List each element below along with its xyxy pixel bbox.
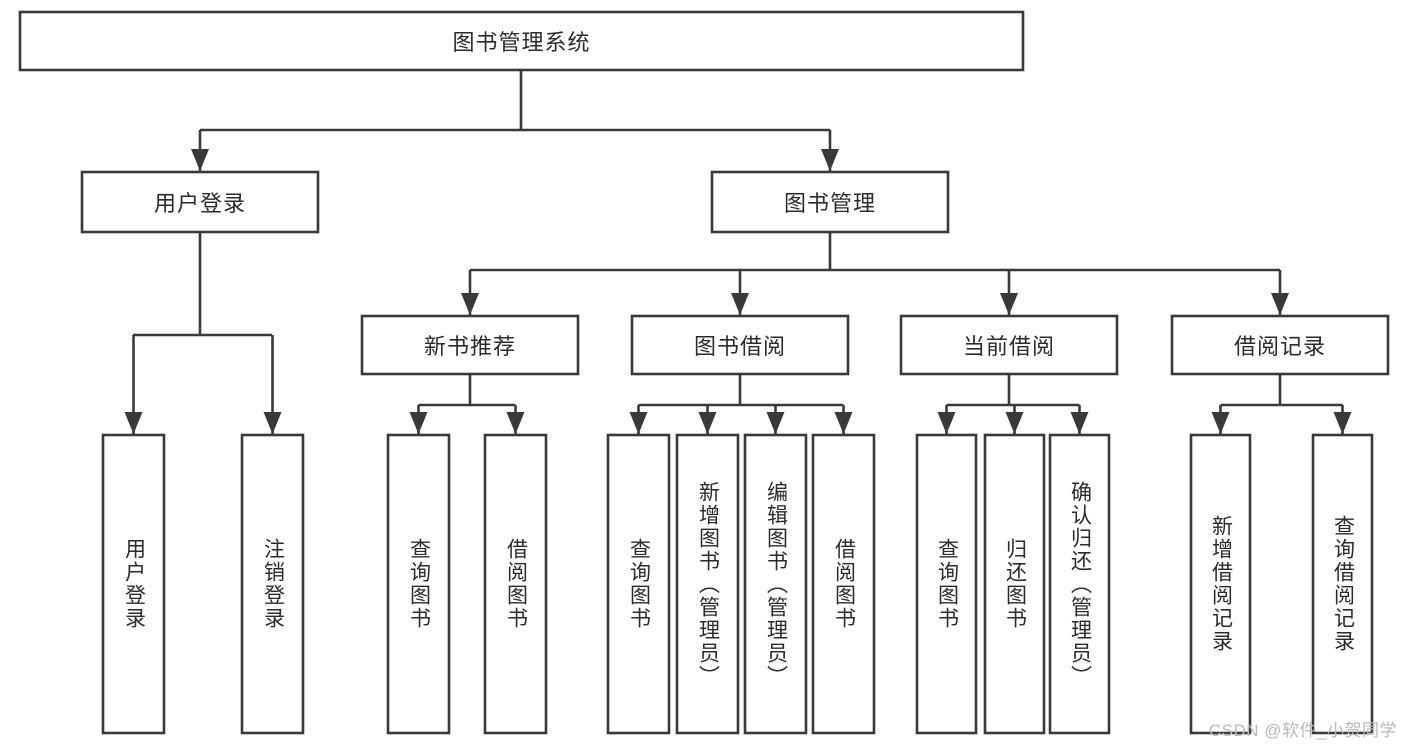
arrow-head-icon-to-new-book-recommend: [461, 293, 479, 315]
node-box-leaf-query-book-2[interactable]: [606, 433, 671, 735]
arrow-head-icon-to-current-borrow: [1000, 293, 1018, 315]
node-box-root[interactable]: [18, 10, 1025, 72]
node-box-leaf-query-borrow-record[interactable]: [1311, 433, 1374, 735]
arrow-head-icon-to-leaf-query-borrow-record: [1333, 412, 1352, 434]
node-box-book-borrow[interactable]: [630, 314, 850, 376]
arrow-head-icon-to-leaf-user-login: [124, 412, 143, 434]
node-box-leaf-user-login[interactable]: [101, 433, 166, 735]
arrow-head-icon-to-leaf-add-borrow-record: [1211, 412, 1230, 434]
arrow-head-icon-to-leaf-confirm-return-admin: [1070, 412, 1089, 434]
node-box-new-book-recommend[interactable]: [360, 314, 580, 376]
node-box-leaf-borrow-book-1[interactable]: [483, 433, 548, 735]
arrow-head-icon-to-leaf-add-book-admin: [698, 412, 717, 434]
node-box-book-manage[interactable]: [710, 170, 950, 234]
node-box-leaf-add-book-admin[interactable]: [675, 433, 740, 735]
node-box-borrow-record[interactable]: [1170, 314, 1390, 376]
arrow-head-icon-to-book-borrow: [731, 293, 749, 315]
node-box-leaf-edit-book-admin[interactable]: [743, 433, 808, 735]
boxes-layer: [18, 10, 1390, 735]
node-box-leaf-borrow-book-2[interactable]: [811, 433, 876, 735]
connectors-layer: [124, 70, 1352, 434]
arrow-head-icon-to-leaf-borrow-book-2: [834, 412, 853, 434]
node-box-leaf-query-book-1[interactable]: [386, 433, 451, 735]
arrow-head-icon-to-leaf-edit-book-admin: [766, 412, 785, 434]
arrow-head-icon-to-leaf-query-book-3: [937, 412, 956, 434]
arrow-head-icon-to-user-login: [191, 149, 209, 171]
arrow-head-icon-to-borrow-record: [1271, 293, 1289, 315]
node-box-leaf-query-book-3[interactable]: [915, 433, 978, 735]
node-box-current-borrow[interactable]: [899, 314, 1119, 376]
node-box-user-login[interactable]: [80, 170, 320, 234]
node-box-leaf-confirm-return-admin[interactable]: [1048, 433, 1111, 735]
arrow-head-icon-to-leaf-return-book: [1005, 412, 1024, 434]
arrow-head-icon-to-book-manage: [821, 149, 839, 171]
node-box-leaf-return-book[interactable]: [983, 433, 1046, 735]
watermark-text: CSDN @软件_小贺同学: [1208, 721, 1397, 740]
node-box-leaf-logout[interactable]: [240, 433, 305, 735]
arrow-head-icon-to-leaf-query-book-2: [629, 412, 648, 434]
node-box-leaf-add-borrow-record[interactable]: [1189, 433, 1252, 735]
arrow-head-icon-to-leaf-query-book-1: [409, 412, 428, 434]
arrow-head-icon-to-leaf-logout: [263, 412, 282, 434]
arrow-head-icon-to-leaf-borrow-book-1: [506, 412, 525, 434]
